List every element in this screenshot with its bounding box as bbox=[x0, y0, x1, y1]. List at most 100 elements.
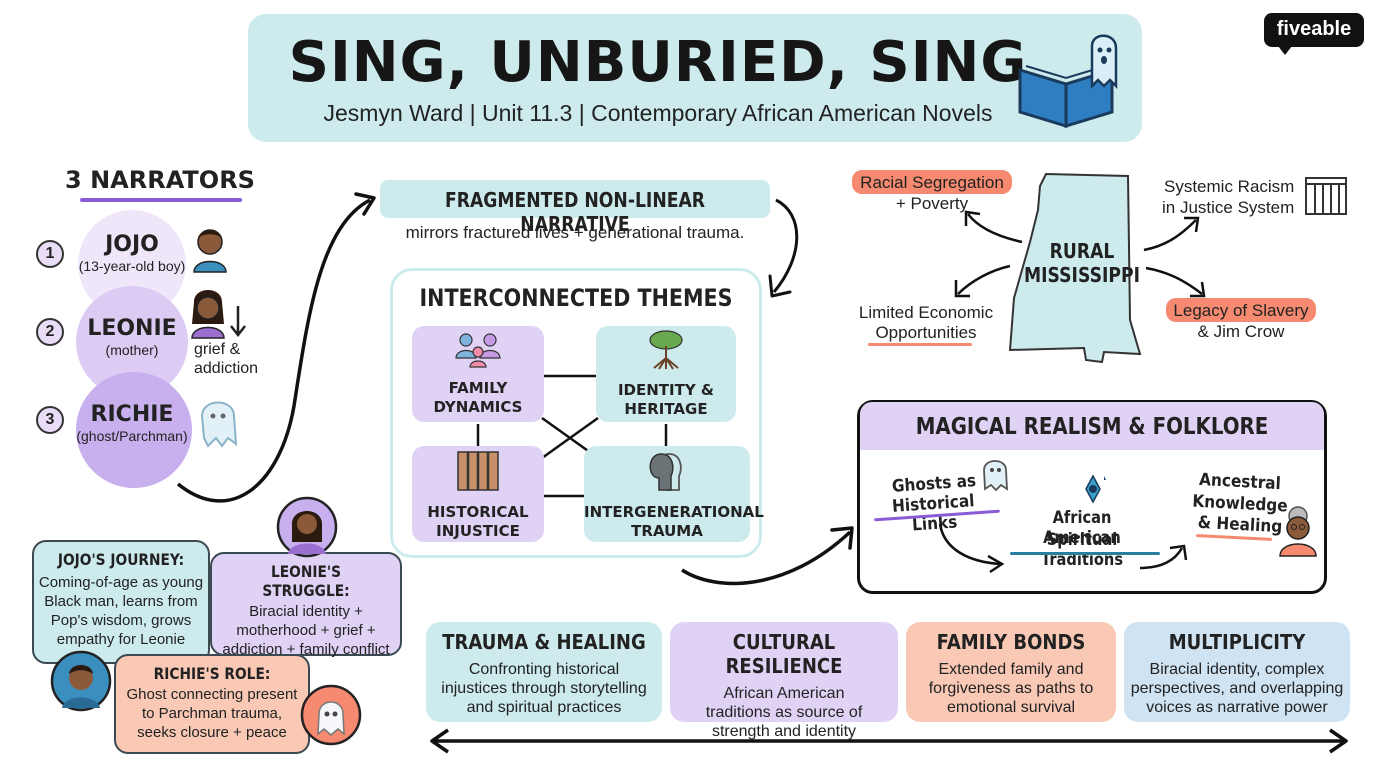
magical-arrows bbox=[938, 523, 1188, 574]
leonie-struggle-title: LEONIE'S STRUGGLE: bbox=[262, 562, 350, 600]
multiplicity-line3: voices as narrative power bbox=[1146, 699, 1328, 716]
jojo-journey-line3: Pop's wisdom, grows bbox=[50, 612, 192, 629]
family-bonds-card: FAMILY BONDS Extended family and forgive… bbox=[906, 622, 1116, 722]
jail-icon bbox=[1305, 177, 1347, 215]
leonie-struggle-line1: Biracial identity + bbox=[249, 603, 363, 620]
family-bonds-line1: Extended family and bbox=[938, 661, 1084, 678]
narrator-desc-jojo: (13-year-old boy) bbox=[78, 258, 186, 274]
jojo-journey-line1: Coming-of-age as young bbox=[38, 574, 204, 591]
mississippi-label-line2: MISSISSIPPI bbox=[1024, 263, 1140, 287]
spiritual-symbol-icon bbox=[1085, 474, 1106, 504]
narrator-richie-circle bbox=[76, 372, 192, 488]
richie-portrait-ghost-icon bbox=[300, 684, 362, 746]
leonie-note-grief: grief & bbox=[194, 341, 241, 358]
mississippi-arrows bbox=[954, 210, 1206, 298]
page-subtitle: Jesmyn Ward | Unit 11.3 | Contemporary A… bbox=[323, 100, 993, 126]
narrator-desc-richie: (ghost/Parchman) bbox=[76, 428, 188, 444]
themes-connectors bbox=[476, 374, 668, 498]
theme-family-line2: DYNAMICS bbox=[433, 398, 523, 416]
theme-trauma-line2: TRAUMA bbox=[631, 522, 703, 540]
multiplicity-line2: perspectives, and overlapping bbox=[1130, 680, 1344, 697]
theme-family-line1: FAMILY bbox=[448, 379, 508, 397]
limited-economic-line1: Limited Economic bbox=[858, 303, 994, 322]
magical-realism-title: MAGICAL REALISM & FOLKLORE bbox=[915, 414, 1269, 440]
elder-avatar-icon bbox=[1279, 506, 1317, 557]
richie-role-line2: to Parchman trauma, bbox=[141, 705, 283, 722]
racial-segregation-line1: Racial Segregation bbox=[860, 173, 1004, 192]
jojo-portrait-icon bbox=[50, 650, 112, 712]
narrator-name-leonie: LEONIE bbox=[87, 316, 177, 341]
narrator-name-richie: RICHIE bbox=[90, 402, 174, 427]
legacy-highlight bbox=[1166, 298, 1316, 322]
fiveable-logo[interactable]: fiveable bbox=[1264, 13, 1364, 55]
leonie-avatar-icon bbox=[191, 290, 225, 339]
narrator-number-2: 2 bbox=[36, 318, 64, 346]
bottom-double-arrow bbox=[430, 728, 1348, 754]
richie-role-title: RICHIE'S ROLE: bbox=[153, 664, 271, 683]
cultural-resilience-line3: strength and identity bbox=[711, 723, 857, 740]
jojo-journey-title: JOJO'S JOURNEY: bbox=[57, 550, 185, 569]
leonie-portrait-icon bbox=[276, 496, 338, 558]
theme-injustice-line1: HISTORICAL bbox=[427, 503, 529, 521]
cultural-resilience-title: CULTURAL RESILIENCE bbox=[725, 630, 843, 678]
trauma-healing-title: TRAUMA & HEALING bbox=[442, 630, 646, 654]
multiplicity-title: MULTIPLICITY bbox=[1168, 630, 1306, 654]
racial-highlight bbox=[852, 170, 1012, 194]
theme-card-injustice: HISTORICAL INJUSTICE bbox=[412, 446, 544, 542]
leonie-note-addiction: addiction bbox=[194, 360, 259, 377]
family-bonds-line2: forgiveness as paths to bbox=[928, 680, 1094, 697]
richie-role-line3: seeks closure + peace bbox=[137, 724, 287, 741]
narrative-to-themes-arrow bbox=[768, 198, 799, 298]
theme-injustice-line2: INJUSTICE bbox=[436, 522, 520, 540]
cultural-resilience-line2: traditions as source of bbox=[705, 704, 863, 721]
narrators-heading: 3 NARRATORS bbox=[65, 166, 255, 194]
tree-roots-icon bbox=[649, 330, 683, 370]
theme-trauma-line1: INTERGENERATIONAL bbox=[584, 503, 764, 521]
trauma-healing-line2: injustices through storytelling bbox=[441, 680, 647, 697]
page-title: SING, UNBURIED, SING bbox=[288, 30, 1028, 95]
richie-role-line1: Ghost connecting present bbox=[126, 686, 298, 703]
theme-identity-line2: HERITAGE bbox=[624, 400, 708, 418]
title-banner bbox=[248, 14, 1142, 142]
jojo-journey-card: JOJO'S JOURNEY: Coming-of-age as young B… bbox=[32, 540, 210, 664]
themes-title: INTERCONNECTED THEMES bbox=[419, 284, 733, 312]
narrator-number-1: 1 bbox=[36, 240, 64, 268]
magical-realism-header bbox=[860, 402, 1324, 450]
narrative-subtitle: mirrors fractured lives + generational t… bbox=[405, 223, 745, 242]
systemic-racism-line1: Systemic Racism bbox=[1164, 177, 1295, 196]
african-line1: African American bbox=[1043, 508, 1121, 548]
narrator-desc-leonie: (mother) bbox=[105, 342, 159, 358]
prison-bars-icon bbox=[457, 451, 499, 491]
book-ghost-icon bbox=[1018, 34, 1118, 129]
trauma-healing-line1: Confronting historical bbox=[468, 661, 620, 678]
richie-role-card: RICHIE'S ROLE: Ghost connecting present … bbox=[114, 654, 310, 754]
trauma-healing-line3: and spiritual practices bbox=[466, 699, 622, 716]
narrator-name-jojo: JOJO bbox=[105, 232, 159, 257]
ghost-small-icon bbox=[983, 460, 1008, 492]
multiplicity-line1: Biracial identity, complex bbox=[1149, 661, 1325, 678]
jojo-journey-line4: empathy for Leonie bbox=[56, 631, 186, 648]
leonie-struggle-card: LEONIE'S STRUGGLE: Biracial identity + m… bbox=[210, 552, 402, 658]
down-arrow-icon bbox=[230, 306, 246, 338]
richie-ghost-icon bbox=[200, 401, 238, 448]
narrators-to-narrative-arrow bbox=[176, 192, 376, 503]
trauma-healing-card: TRAUMA & HEALING Confronting historical … bbox=[426, 622, 662, 722]
african-line2: Spiritual Traditions bbox=[1040, 530, 1124, 570]
leonie-struggle-line3: addiction + family conflict bbox=[222, 641, 390, 658]
theme-card-trauma: INTERGENERATIONAL TRAUMA bbox=[584, 446, 764, 542]
family-icon bbox=[455, 333, 501, 368]
heads-silhouette-icon bbox=[649, 453, 682, 491]
systemic-racism-line2: in Justice System bbox=[1162, 198, 1295, 217]
mississippi-map bbox=[1008, 172, 1142, 364]
cultural-resilience-card: CULTURAL RESILIENCE African American tra… bbox=[670, 622, 898, 740]
theme-card-family: FAMILY DYNAMICS bbox=[412, 326, 544, 422]
themes-to-magical-arrow bbox=[681, 526, 854, 586]
jojo-avatar-icon bbox=[193, 229, 227, 273]
leonie-struggle-line2: motherhood + grief + bbox=[236, 622, 376, 639]
narrative-title: FRAGMENTED NON-LINEAR NARRATIVE bbox=[444, 188, 706, 236]
jojo-journey-line2: Black man, learns from bbox=[44, 593, 198, 610]
legacy-slavery-line2: & Jim Crow bbox=[1197, 322, 1285, 341]
limited-underline bbox=[868, 343, 972, 346]
legacy-slavery-line1: Legacy of Slavery bbox=[1173, 301, 1309, 320]
cultural-resilience-line1: African American bbox=[723, 685, 845, 702]
